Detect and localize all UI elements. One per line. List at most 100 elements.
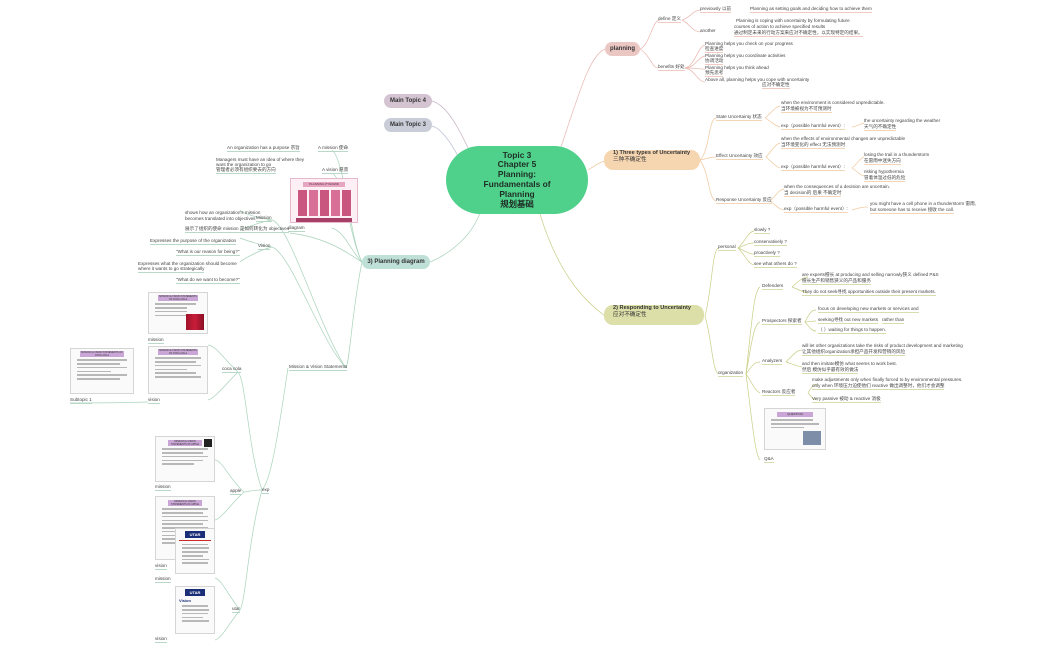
node-benefit-2-cn[interactable]: 协调活动 [705,58,724,66]
node-state-uncertainty[interactable]: State Uncertainty 状态 [716,114,762,122]
node-utar-vision[interactable]: vision [155,636,167,644]
node-pro-text-3[interactable]: （ ）waiting for things to happen. [818,327,886,335]
node-response-def-1[interactable]: when the consequences of a decision are … [784,184,890,189]
node-effect-exp[interactable]: exp（possible harmful event）: [781,164,845,172]
node-another-text-3[interactable]: 通过制定未来的行动方案来应对不确定性，以实现特定的结果。 [734,30,863,38]
node-previously[interactable]: previously 以前 [700,6,732,14]
node-mission[interactable]: Mission [256,215,272,223]
subtopic-image[interactable]: MISSION & VISION STATEMENTS OF COCA-COLA [70,348,134,394]
node-effect-uncertainty[interactable]: Effect Uncertainty 效应 [716,153,763,161]
node-define[interactable]: define 定义 [658,16,681,24]
node-vision-left-3[interactable]: 管理者必须有组织要去的方向 [216,167,276,175]
node-analyzers[interactable]: Analyzers [762,358,783,366]
node-another-text-1[interactable]: Planning is coping with uncertainty by f… [736,18,850,23]
node-apple[interactable]: apple [230,488,242,496]
node-personal-3[interactable]: proactively ? [754,250,780,258]
node-pro-text-2b[interactable]: rather than [882,317,905,325]
node-mission-tag[interactable]: A mission 使命 [318,145,349,153]
node-benefits[interactable]: benefits 好处 [658,64,685,72]
node-benefit-3[interactable]: Planning helps you think ahead [705,65,769,70]
node-state-exp-text-1[interactable]: the uncertainty regarding the weather [864,118,941,123]
node-apple-vision[interactable]: vision [155,563,167,571]
node-state-exp-text-2[interactable]: 天气的不确定性 [864,124,897,132]
node-shows-2[interactable]: becomes translated into objectives [185,216,256,221]
node-effect-exp-1a[interactable]: losing the trail in a thunderstorm [864,152,930,157]
node-organization[interactable]: organization [718,370,744,378]
node-mission-left[interactable]: An organization has a purpose 宗旨 [227,145,300,153]
node-ana-text-4[interactable]: 然后 模仿似乎最有效的做法 [802,367,859,375]
node-def-text-2[interactable]: 擅长生产和销售狭义的产品和服务 [802,278,871,286]
planning-diagram-image[interactable]: PLANNING PYRAMID [290,178,358,223]
node-ana-text-3[interactable]: and then imitate模仿 what seems to work be… [802,361,897,366]
node-benefit-4[interactable]: Above all, planning helps you cope with … [705,77,810,82]
node-mission-q[interactable]: "What is our reason for being?" [176,249,240,257]
node-def-text-3[interactable]: They do not seek寻找 opportunities outside… [802,289,936,297]
utar-vision-image[interactable]: UTAR Vision [175,586,215,634]
node-personal-4[interactable]: see what others do ? [754,261,797,269]
node-pro-text-1[interactable]: focus on developing new markets or servi… [818,306,919,314]
node-effect-def-1[interactable]: when the effects of environmental change… [781,136,906,141]
node-state-def-2[interactable]: 当环境被视为不可预测时 [781,106,832,114]
node-def-text-1[interactable]: are experts擅长 at producing and selling n… [802,272,939,277]
node-apple-mission[interactable]: mission [155,484,171,492]
node-state-exp[interactable]: exp（possible harmful event）: [781,123,845,131]
branch-responding[interactable]: 2) Responding to Uncertainty 应对不确定性 [604,305,704,325]
node-vision-left-1[interactable]: Managers must have an idea of where they [216,157,305,162]
node-vision-q[interactable]: "What do we want to become?" [176,277,240,285]
node-diagram[interactable]: diagram [288,225,305,233]
apple-mission-image[interactable]: MISSION & VISION STATEMENTS OF APPLE [155,436,215,482]
node-ana-text-1[interactable]: will let other organizations take the ri… [802,343,963,348]
node-response-exp[interactable]: exp（possible harmful event）: [784,206,848,214]
node-another[interactable]: another [700,28,716,33]
node-effect-exp-2b[interactable]: 冒着体温过低的危险 [864,175,906,183]
node-pro-text-2[interactable]: seeking寻找 out new markets [818,317,878,325]
qa-slide-image[interactable]: QUESTION [764,408,826,450]
node-effect-exp-1b[interactable]: 在雷雨中迷失方向 [864,158,901,166]
node-vision-tag[interactable]: A vision 愿景 [322,167,349,175]
node-rea-text-3[interactable]: Very passive 被动 & reactive 消极 [812,396,881,404]
node-benefit-4-cn[interactable]: 应对不确定性 [762,82,790,90]
coca-mission-image[interactable]: MISSION & VISION STATEMENTS OF COCA-COLA [148,292,208,334]
node-benefit-1[interactable]: Planning helps you check on your progres… [705,41,793,46]
node-mvs[interactable]: Mission & Vision Statements [289,364,348,372]
main-topic-4[interactable]: Main Topic 4 [384,94,432,108]
node-effect-def-2[interactable]: 当环境变化的 effect 无法预测时 [781,142,846,150]
node-exp[interactable]: exp [262,487,270,495]
node-personal-1[interactable]: slowly ? [754,227,771,235]
node-reactors[interactable]: Reactors 反应者 [762,389,796,397]
node-vision-p1[interactable]: Expresses what the organization should b… [138,261,237,266]
node-personal-2[interactable]: conservatively ? [754,239,787,247]
branch-planning[interactable]: planning [605,42,640,56]
node-mission-p1[interactable]: Expresses the purpose of the organizatio… [150,238,237,246]
node-effect-exp-2a[interactable]: risking hypothermia [864,169,904,174]
node-vision-left-2[interactable]: want the organization to go [216,162,272,167]
branch-planning-diagram[interactable]: 3) Planning diagram [362,255,430,269]
node-prospectors[interactable]: Prospectors 探索者 [762,318,802,326]
node-coca-vision[interactable]: vision [148,397,160,405]
node-another-text-2[interactable]: courses of action to achieve specified r… [734,24,826,29]
node-shows-3[interactable]: 展示了组织的使命 mission 是如何转化为 objectives [185,226,290,234]
branch-uncertainty[interactable]: 1) Three types of Uncertainty 三种不确定性 [604,150,700,170]
node-personal[interactable]: personal [718,244,736,252]
node-defenders[interactable]: Defenders [762,283,784,291]
node-benefit-2[interactable]: Planning helps you coordinate activities [705,53,786,58]
node-coca-mission[interactable]: mission [148,337,164,345]
node-response-exp-text-2[interactable]: but someone has to receive 接收 the call. [870,207,955,215]
utar-mission-image[interactable]: UTAR [175,528,215,574]
coca-vision-image[interactable]: MISSION & VISION STATEMENTS OF COCA-COLA [148,346,208,394]
node-response-uncertainty[interactable]: Response Uncertainty 反应 [716,197,772,205]
node-subtopic-1[interactable]: Subtopic 1 [70,397,92,405]
node-qa[interactable]: Q&A [764,456,774,464]
node-benefit-3-cn[interactable]: 预先思考 [705,70,724,78]
node-utar-mission[interactable]: mission [155,576,171,584]
node-response-exp-text-1[interactable]: you might have a cell phone in a thunder… [870,201,976,206]
node-ana-text-2[interactable]: 让其他组织organization承担产品开发和营销的风险 [802,349,906,357]
main-topic-3[interactable]: Main Topic 3 [384,118,432,132]
node-response-def-2[interactable]: 当 decision的 后果 不确定时 [784,190,842,198]
node-benefit-1-cn[interactable]: 检查进度 [705,46,724,54]
node-previously-text[interactable]: Planning as setting goals and deciding h… [750,6,872,14]
node-shows-1[interactable]: shows how an organization's mission [185,210,261,215]
node-vision[interactable]: Vision [258,243,271,251]
node-utar[interactable]: utar [232,606,240,614]
node-state-def-1[interactable]: when the environment is considered unpre… [781,100,885,105]
